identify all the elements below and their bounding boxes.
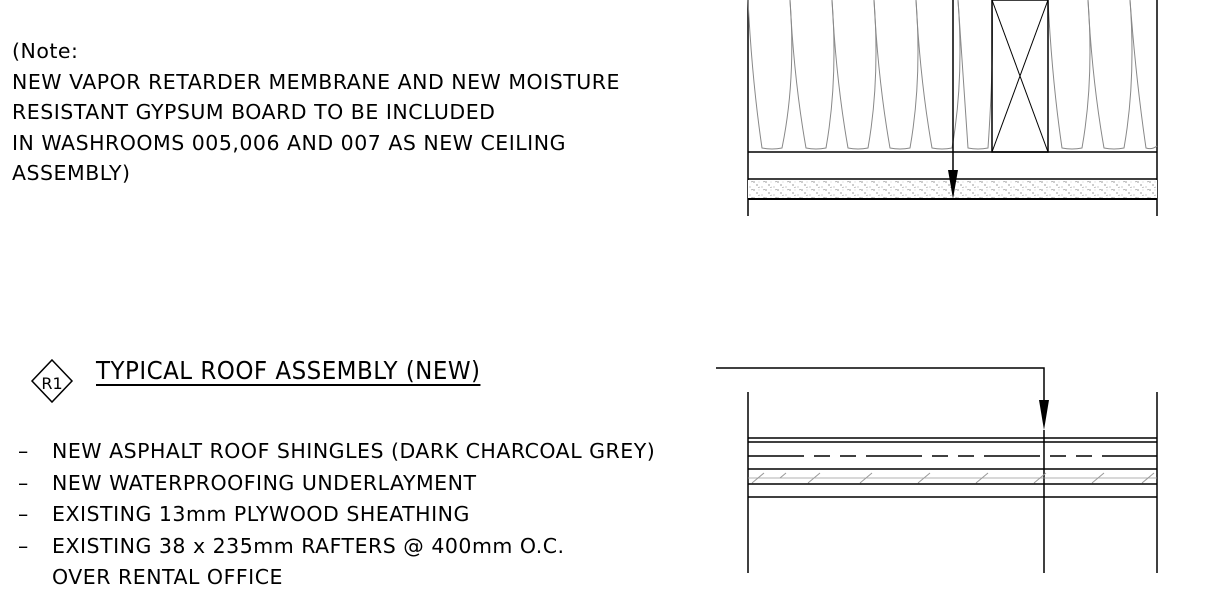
list-item: –NEW WATERPROOFING UNDERLAYMENT — [18, 468, 655, 500]
plywood-hatch — [748, 472, 1157, 484]
roof-assembly-spec-list: –NEW ASPHALT ROOF SHINGLES (DARK CHARCOA… — [18, 436, 655, 594]
dash-glyph: – — [18, 470, 29, 495]
list-item: –EXISTING 13mm PLYWOOD SHEATHING — [18, 499, 655, 531]
list-item: –NEW ASPHALT ROOF SHINGLES (DARK CHARCOA… — [18, 436, 655, 468]
r1-tag-icon: R1 — [30, 358, 74, 404]
roof-section-drawing — [716, 367, 1158, 573]
spec-text: NEW ASPHALT ROOF SHINGLES (DARK CHARCOAL… — [52, 439, 656, 463]
spec-text: OVER RENTAL OFFICE — [52, 565, 283, 589]
joist-cross — [991, 0, 1049, 153]
ceiling-assembly-note: (Note: NEW VAPOR RETARDER MEMBRANE AND N… — [12, 36, 620, 189]
note-line: ASSEMBLY) — [12, 161, 131, 185]
note-line: (Note: — [12, 39, 79, 63]
leader-line — [716, 367, 1045, 410]
r1-tag-label: R1 — [41, 374, 62, 393]
leader-arrowhead — [948, 170, 958, 199]
note-line: IN WASHROOMS 005,006 AND 007 AS NEW CEIL… — [12, 130, 566, 155]
dash-glyph: – — [18, 533, 29, 558]
roof-assembly-title: TYPICAL ROOF ASSEMBLY (NEW) — [96, 356, 481, 385]
dash-glyph: – — [18, 502, 29, 526]
spec-text: EXISTING 13mm PLYWOOD SHEATHING — [52, 502, 470, 526]
list-item: –EXISTING 38 x 235mm RAFTERS @ 400mm O.C… — [18, 531, 655, 563]
ceiling-section-drawing: R1 — [30, 0, 1158, 573]
dash-glyph: – — [18, 439, 29, 463]
leader-arrowhead — [1039, 400, 1049, 430]
note-line: RESISTANT GYPSUM BOARD TO BE INCLUDED — [12, 100, 496, 124]
list-item: OVER RENTAL OFFICE — [18, 562, 655, 594]
spec-text: NEW WATERPROOFING UNDERLAYMENT — [52, 470, 477, 495]
note-line: NEW VAPOR RETARDER MEMBRANE AND NEW MOIS… — [12, 69, 620, 94]
spec-text: EXISTING 38 x 235mm RAFTERS @ 400mm O.C. — [52, 533, 565, 558]
